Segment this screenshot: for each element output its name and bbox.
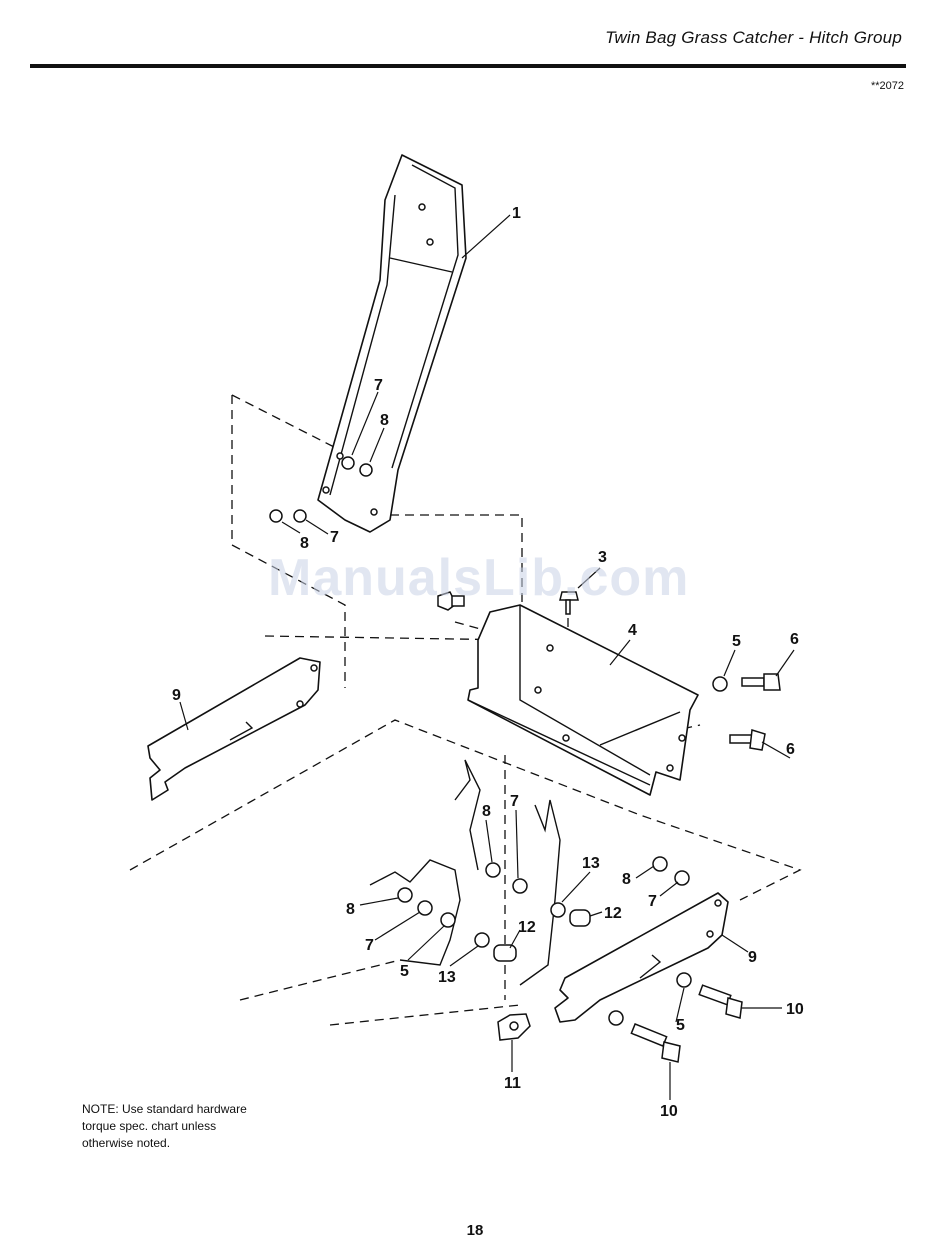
part-hitch-plate [318, 155, 466, 532]
callout-5: 5 [400, 963, 409, 980]
callout-1: 1 [512, 205, 521, 222]
watermark: ManualsLib.com [268, 548, 698, 608]
callout-7: 7 [330, 529, 339, 546]
part-link-bar-left [148, 658, 320, 800]
callout-12: 12 [518, 919, 536, 936]
callout-10: 10 [660, 1103, 678, 1120]
callout-7: 7 [365, 937, 374, 954]
callout-9: 9 [748, 949, 757, 966]
callout-13: 13 [438, 969, 456, 986]
page-number: 18 [0, 1222, 950, 1239]
frame-outline [370, 760, 560, 985]
callout-4: 4 [628, 622, 637, 639]
callout-7: 7 [374, 377, 383, 394]
callout-6: 6 [786, 741, 795, 758]
callout-13: 13 [582, 855, 600, 872]
callout-8: 8 [482, 803, 491, 820]
callout-10: 10 [786, 1001, 804, 1018]
callout-9: 9 [172, 687, 181, 704]
callout-12: 12 [604, 905, 622, 922]
callout-7: 7 [510, 793, 519, 810]
callout-6: 6 [790, 631, 799, 648]
callout-5: 5 [676, 1017, 685, 1034]
part-mounting-bracket [468, 605, 698, 795]
callout-5: 5 [732, 633, 741, 650]
callout-8: 8 [622, 871, 631, 888]
callout-8: 8 [346, 901, 355, 918]
torque-note: NOTE: Use standard hardware torque spec.… [82, 1101, 302, 1152]
callout-7: 7 [648, 893, 657, 910]
callout-8: 8 [380, 412, 389, 429]
callout-11: 11 [504, 1075, 521, 1092]
